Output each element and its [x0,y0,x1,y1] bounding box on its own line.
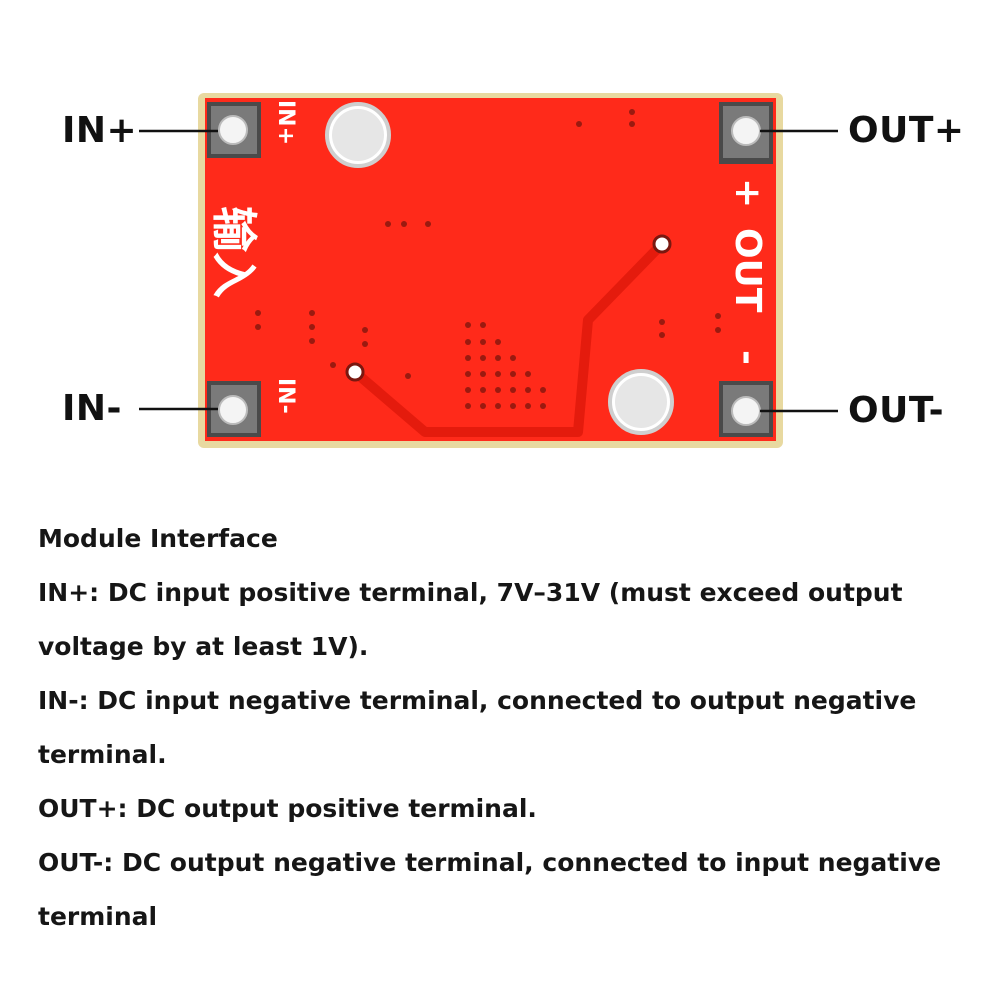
pad-in-minus [207,381,261,437]
module-interface-description: Module Interface IN+: DC input positive … [38,512,968,944]
description-line-out-plus: OUT+: DC output positive terminal. [38,794,537,823]
pcb-red-mask [205,98,776,441]
silk-out-minus: - [727,350,768,365]
description-line-in-minus: IN-: DC input negative terminal, connect… [38,686,917,769]
pad-out-minus [719,381,773,437]
callout-in-plus: IN+ [62,110,138,151]
silk-in-plus: IN+ [273,100,298,145]
pad-out-plus [719,102,773,164]
silk-out: OUT [727,228,768,313]
callout-out-plus: OUT+ [848,110,965,151]
pcb-trace [350,239,667,437]
callout-out-minus: OUT- [848,390,945,431]
description-line-in-plus: IN+: DC input positive terminal, 7V–31V … [38,578,903,661]
via [345,362,365,382]
via [652,234,672,254]
via-array [255,109,721,409]
callout-in-minus: IN- [62,388,122,429]
module-diagram: IN+ IN- 输入 + OUT - IN+ IN- OUT+ OUT- [0,0,1000,470]
silk-in-minus: IN- [273,378,298,414]
description-title: Module Interface [38,524,278,553]
pcb-board-illustration: IN+ IN- 输入 + OUT - [139,93,838,448]
silk-input-chinese: 输入 [207,206,261,298]
silk-plus: + [727,178,768,208]
description-line-out-minus: OUT-: DC output negative terminal, conne… [38,848,942,931]
